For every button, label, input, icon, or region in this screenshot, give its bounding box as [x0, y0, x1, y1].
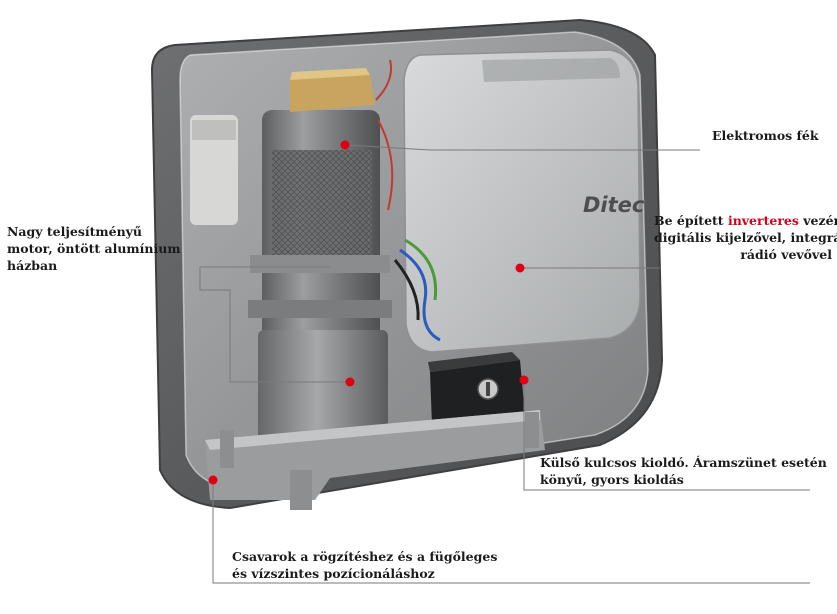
callout-brake: Elektromos fék [712, 127, 819, 144]
callout-controller-highlight: inverteres [727, 213, 799, 228]
marker-release [519, 375, 529, 385]
callout-motor-line3: házban [7, 258, 58, 273]
ditec-logo: Ditec [583, 193, 645, 217]
callout-screws-line1: Csavarok a rögzítéshez és a fügőleges [232, 549, 498, 564]
leader-line-motor-lower [199, 267, 350, 383]
wiring-harness [393, 238, 441, 342]
callout-motor: Nagy teljesítményű motor, öntött alumíni… [7, 223, 181, 274]
marker-screws [208, 475, 218, 485]
callout-controller-line1: Be épített inverteres vezérlő, [654, 212, 837, 229]
leader-line-release [523, 380, 810, 491]
callout-controller: Be épített inverteres vezérlő, digitális… [654, 212, 837, 263]
key-release-block [428, 352, 525, 425]
callout-brake-text: Elektromos fék [712, 128, 819, 143]
base-bracket [205, 410, 545, 510]
callout-release: Külső kulcsos kioldó. Áramszünet esetén … [540, 454, 827, 488]
controller-box: Ditec [403, 49, 645, 353]
leader-line-screws [212, 480, 810, 584]
callout-controller-line3: rádió vevővel [740, 247, 832, 262]
callout-motor-line1: Nagy teljesítményű [7, 224, 143, 239]
callout-release-line1: Külső kulcsos kioldó. Áramszünet esetén [540, 455, 827, 470]
marker-motor [345, 377, 355, 387]
callout-release-line2: könyű, gyors kioldás [540, 472, 684, 487]
motor-assembly [190, 59, 394, 440]
marker-brake [340, 140, 350, 150]
callout-controller-suffix: vezérlő, [803, 213, 837, 228]
leader-line-brake [344, 144, 700, 151]
callout-markers [208, 140, 529, 485]
callout-screws: Csavarok a rögzítéshez és a fügőleges és… [232, 548, 497, 582]
callout-motor-line2: motor, öntött alumínium [7, 241, 181, 256]
callout-leader-lines [199, 144, 810, 584]
callout-screws-line2: és vízszintes pozícionáláshoz [232, 566, 435, 581]
marker-controller [515, 263, 525, 273]
callout-controller-line2: digitális kijelzővel, integrált [654, 230, 837, 245]
callout-controller-prefix: Be épített [654, 213, 728, 228]
